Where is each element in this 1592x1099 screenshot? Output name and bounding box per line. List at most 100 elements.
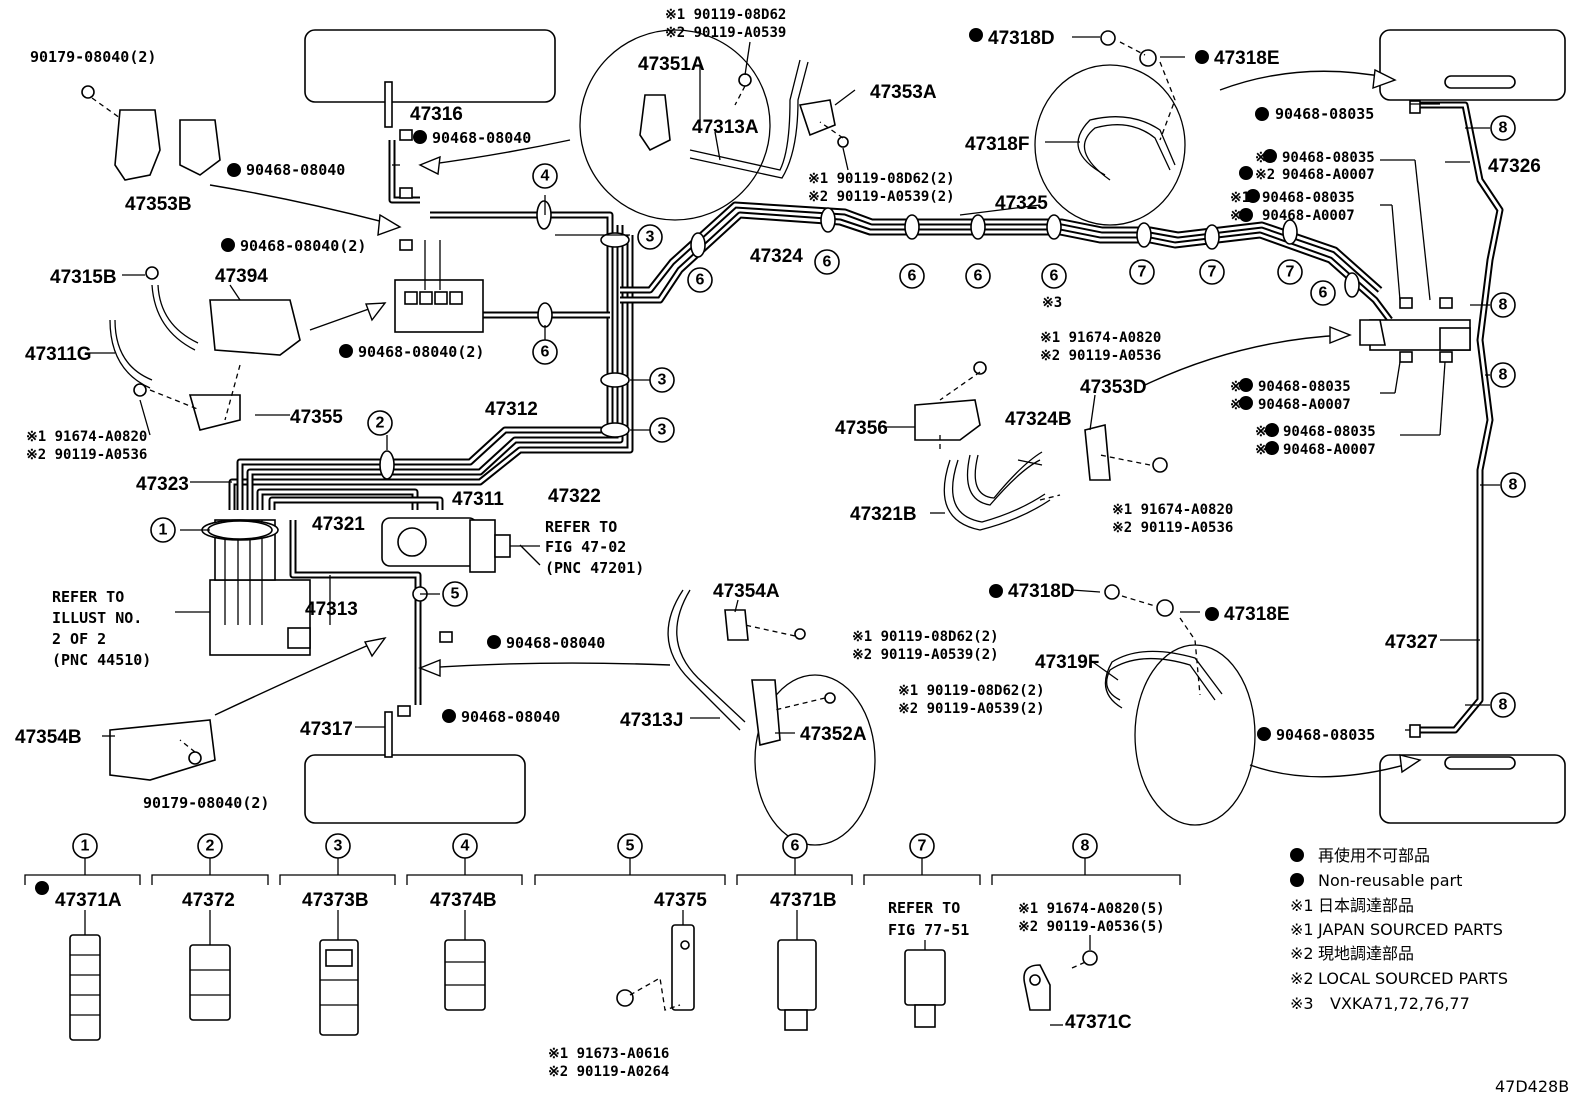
callout-8e: 8 (1490, 692, 1516, 718)
clamp-label-47371A: 47371A (55, 890, 122, 911)
label-mark3: ※3 (1042, 295, 1062, 311)
label-47351A: 47351A (638, 54, 705, 75)
label-r2-a0539-top: ※2 90119-A0539 (665, 25, 786, 41)
svg-text:※2: ※2 (1255, 442, 1275, 458)
svg-text:90468-08035: 90468-08035 (1282, 150, 1375, 166)
label-47353D: 47353D (1080, 377, 1147, 398)
label-r1-08d62-2c: ※1 90119-08D62(2) (898, 683, 1045, 699)
label-refer-ill-3: 2 OF 2 (52, 630, 106, 648)
label-90468-a: 90468-08040 (432, 129, 531, 147)
label-47317: 47317 (300, 719, 353, 740)
clamp-note-7-1: REFER TO (888, 899, 960, 917)
clamp-note-5-2: ※2 90119-A0264 (548, 1064, 669, 1080)
legend-6: LOCAL SOURCED PARTS (1318, 969, 1508, 988)
nonreusable-dots (35, 28, 1304, 895)
svg-text:4: 4 (541, 168, 550, 185)
label-90179-bl: 90179-08040(2) (143, 794, 269, 812)
legend-6-mark: ※2 (1290, 969, 1314, 988)
callout-circles: 1 2 3 3 3 4 5 6 6 6 6 6 6 7 7 7 6 8 8 8 … (150, 115, 1526, 718)
label-r1-91674-b: ※1 91674-A0820 (1040, 330, 1161, 346)
svg-text:1: 1 (159, 522, 168, 539)
label-90468-08035-t: 90468-08035 (1275, 105, 1374, 123)
svg-text:6: 6 (974, 268, 983, 285)
wheel-slot-tr (1444, 75, 1516, 89)
svg-text:6: 6 (1319, 285, 1328, 302)
clamp-8: 8 (1072, 833, 1098, 859)
svg-text:3: 3 (646, 229, 655, 246)
legend-3-mark: ※1 (1290, 896, 1314, 915)
callout-8c: 8 (1490, 362, 1516, 388)
svg-text:90468-08035: 90468-08035 (1283, 424, 1376, 440)
clamp-label-47375: 47375 (654, 890, 707, 911)
legend-7: VXKA71,72,76,77 (1330, 994, 1470, 1013)
label-90468-b: 90468-08040 (246, 161, 345, 179)
svg-text:4: 4 (461, 838, 470, 855)
clamp-shape-3 (319, 910, 359, 1036)
svg-text:8: 8 (1499, 697, 1508, 714)
svg-text:※1: ※1 (1230, 379, 1250, 395)
label-r1-91674-c: ※1 91674-A0820 (1112, 502, 1233, 518)
svg-text:8: 8 (1499, 297, 1508, 314)
label-47311G: 47311G (25, 344, 92, 365)
figure-code: 47D428B (1495, 1077, 1569, 1096)
legend-7-mark: ※3 (1290, 994, 1314, 1013)
label-47313A: 47313A (692, 117, 759, 138)
label-47313: 47313 (305, 599, 358, 620)
label-47324B: 47324B (1005, 409, 1072, 430)
clamp-7: 7 (909, 833, 935, 859)
detail-ring-fl (579, 29, 771, 221)
legend-1: 再使用不可部品 (1318, 846, 1430, 865)
wheel-box-front-left (304, 29, 556, 103)
svg-text:90468-A0007: 90468-A0007 (1258, 397, 1351, 413)
label-47325: 47325 (995, 193, 1048, 214)
part-labels: 90179-08040(2) 47353B 47316 90468-08040 … (15, 7, 1541, 812)
label-r2-90119-c: ※2 90119-A0536 (1112, 520, 1233, 536)
svg-text:90468-08035: 90468-08035 (1262, 190, 1355, 206)
label-47354A: 47354A (713, 581, 780, 602)
clamp-1: 1 (72, 833, 98, 859)
main-tubes (228, 101, 1504, 734)
label-47318F: 47318F (965, 134, 1029, 155)
label-r1-08d62-2a: ※1 90119-08D62(2) (808, 171, 955, 187)
callout-6b: 6 (687, 267, 713, 293)
svg-text:6: 6 (791, 838, 800, 855)
label-refer-fig-2: FIG 47-02 (545, 538, 626, 556)
clamp-5: 5 (617, 833, 643, 859)
svg-text:※1: ※1 (1255, 424, 1275, 440)
callout-8b: 8 (1490, 292, 1516, 318)
label-47319F: 47319F (1035, 652, 1099, 673)
label-47353A: 47353A (870, 82, 937, 103)
wheel-box-front-right (1379, 29, 1566, 101)
label-r2-a0539-2a: ※2 90119-A0539(2) (808, 189, 955, 205)
label-refer-ill-1: REFER TO (52, 588, 124, 606)
clamp-label-47374B: 47374B (430, 890, 497, 911)
label-47312: 47312 (485, 399, 538, 420)
clamp-shape-8 (1023, 935, 1098, 1026)
svg-text:※1: ※1 (1255, 150, 1275, 166)
svg-text:7: 7 (1208, 264, 1217, 281)
svg-text:2: 2 (376, 415, 385, 432)
label-47318E-t: 47318E (1214, 48, 1280, 69)
clamp-note-7-2: FIG 77-51 (888, 921, 969, 939)
label-r2-90119-b: ※2 90119-A0536 (1040, 348, 1161, 364)
clamp-shape-7 (904, 940, 946, 1028)
clamp-label-47371B: 47371B (770, 890, 837, 911)
clamp-shape-4 (444, 910, 486, 1011)
label-47326: 47326 (1488, 156, 1541, 177)
label-47355: 47355 (290, 407, 343, 428)
detail-ring-rl (754, 674, 876, 846)
svg-text:6: 6 (541, 344, 550, 361)
legend: 再使用不可部品 Non-reusable part ※1 日本調達部品 ※1 J… (1290, 846, 1508, 1013)
label-47318E-b: 47318E (1224, 604, 1290, 625)
clamp-6: 6 (782, 833, 808, 859)
label-47321: 47321 (312, 514, 365, 535)
label-90468-c: 90468-08040(2) (240, 237, 366, 255)
svg-text:6: 6 (1050, 268, 1059, 285)
label-47394: 47394 (215, 266, 268, 287)
callout-8d: 8 (1500, 472, 1526, 498)
clamp-3: 3 (325, 833, 351, 859)
clamp-4: 4 (452, 833, 478, 859)
label-47354B: 47354B (15, 727, 82, 748)
clamp-label-47373B: 47373B (302, 890, 369, 911)
svg-text:8: 8 (1499, 367, 1508, 384)
